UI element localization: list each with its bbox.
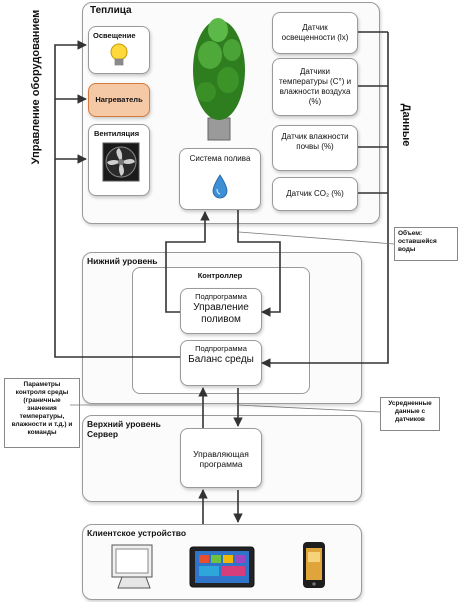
upper-level-title-line2: Сервер xyxy=(87,429,119,439)
water-drop-icon xyxy=(212,174,228,199)
temp-humidity-sensor-box: Датчики температуры (C°) и влажности воз… xyxy=(272,58,358,116)
watering-system-label: Система полива xyxy=(189,154,251,163)
env-params-note: Параметры контроля среды (граничные знач… xyxy=(4,378,80,448)
environment-subprogram-name: Баланс среды xyxy=(188,354,254,365)
environment-subprogram-caption: Подпрограмма xyxy=(195,344,247,353)
watering-subprogram-name: Управление поливом xyxy=(193,302,249,325)
lighting-label: Освещение xyxy=(93,31,136,40)
soil-sensor-box: Датчик влажности почвы (%) xyxy=(272,125,358,171)
data-label: Данные xyxy=(400,103,412,147)
watering-system-box: Система полива xyxy=(179,148,261,210)
heater-box: Нагреватель xyxy=(88,83,150,117)
watering-subprogram-box: Подпрограмма Управление поливом xyxy=(180,288,262,334)
light-sensor-label: Датчик освещенности (lx) xyxy=(281,23,349,42)
co2-sensor-box: Датчик CO₂ (%) xyxy=(272,177,358,211)
water-volume-note: Объем: оставшейся воды xyxy=(394,227,458,261)
watering-subprogram-caption: Подпрограмма xyxy=(195,292,247,301)
soil-sensor-label: Датчик влажности почвы (%) xyxy=(281,132,349,151)
greenhouse-title: Теплица xyxy=(90,5,132,16)
averaged-data-note: Усредненные данные с датчиков xyxy=(380,397,440,431)
environment-subprogram-box: Подпрограмма Баланс среды xyxy=(180,340,262,386)
lightbulb-icon xyxy=(110,43,128,66)
lighting-box: Освещение xyxy=(88,26,150,74)
fan-icon xyxy=(102,142,140,182)
lower-level-title: Нижний уровень xyxy=(87,256,158,266)
control-program-label: Управляющая программа xyxy=(193,449,249,469)
light-sensor-box: Датчик освещенности (lx) xyxy=(272,12,358,54)
control-program-box: Управляющая программа xyxy=(180,428,262,488)
controller-title: Контроллер xyxy=(197,271,243,280)
upper-level-title: Верхний уровень Сервер xyxy=(87,419,161,439)
co2-sensor-label: Датчик CO₂ (%) xyxy=(286,189,344,198)
heater-label: Нагреватель xyxy=(95,95,143,104)
upper-level-title-line1: Верхний уровень xyxy=(87,419,161,429)
equipment-control-label: Управление оборудованием xyxy=(30,9,42,165)
ventilation-box: Вентиляция xyxy=(88,124,150,196)
client-title: Клиентское устройство xyxy=(87,528,187,538)
temp-humidity-sensor-label: Датчики температуры (C°) и влажности воз… xyxy=(278,67,352,106)
